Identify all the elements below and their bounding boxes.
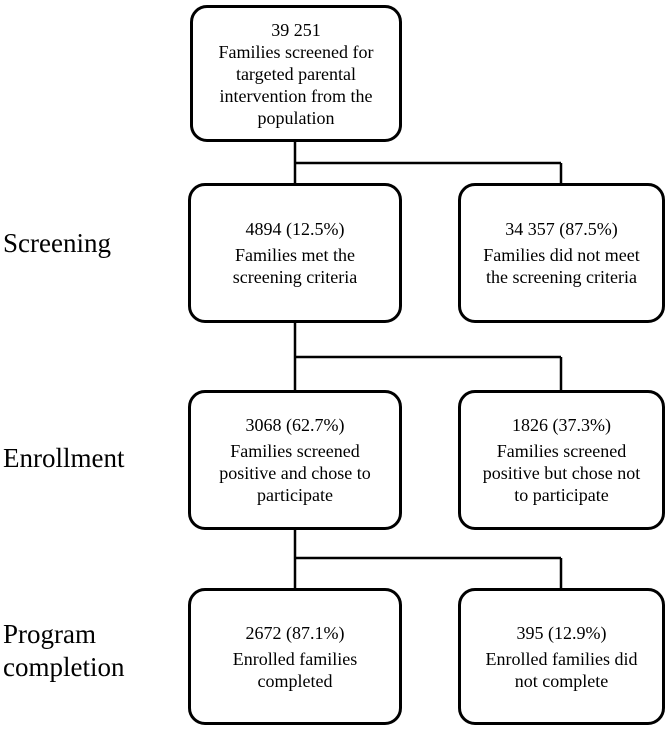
box-did-not-meet-screening-criteria: 34 357 (87.5%) Families did not meet the…: [458, 183, 665, 323]
box-value: 3068 (62.7%): [245, 415, 345, 435]
connector-enrollment-branch: [293, 323, 563, 390]
box-did-not-complete-program: 395 (12.9%) Enrolled families did not co…: [458, 588, 665, 725]
box-value: 2672 (87.1%): [245, 622, 345, 643]
stage-label-program-completion: Program completion: [3, 619, 125, 682]
box-description: Enrolled families did not complete: [485, 648, 638, 691]
connector-screening-branch: [293, 142, 563, 183]
connector-completion-branch: [293, 528, 563, 588]
box-description: Families met the screening criteria: [232, 245, 358, 287]
stage-label-enrollment: Enrollment: [3, 443, 125, 473]
box-population-screened: 39 251 Families screened for targeted pa…: [190, 5, 402, 142]
box-chose-not-to-participate: 1826 (37.3%) Families screened positive …: [458, 390, 665, 530]
box-description: Families screened for targeted parental …: [218, 41, 374, 128]
stage-label-screening: Screening: [3, 228, 111, 258]
box-value: 1826 (37.3%): [512, 415, 611, 435]
box-value: 39 251: [271, 19, 321, 40]
box-description: Enrolled families completed: [232, 648, 358, 691]
box-chose-to-participate: 3068 (62.7%) Families screened positive …: [188, 390, 402, 530]
box-description: Families screened positive and chose to …: [219, 441, 371, 505]
box-value: 34 357 (87.5%): [505, 219, 618, 239]
box-completed-program: 2672 (87.1%) Enrolled families completed: [188, 588, 402, 725]
box-description: Families screened positive but chose not…: [482, 441, 641, 505]
box-value: 4894 (12.5%): [245, 219, 345, 239]
box-description: Families did not meet the screening crit…: [483, 245, 640, 287]
box-value: 395 (12.9%): [516, 622, 607, 643]
box-met-screening-criteria: 4894 (12.5%) Families met the screening …: [188, 183, 402, 323]
